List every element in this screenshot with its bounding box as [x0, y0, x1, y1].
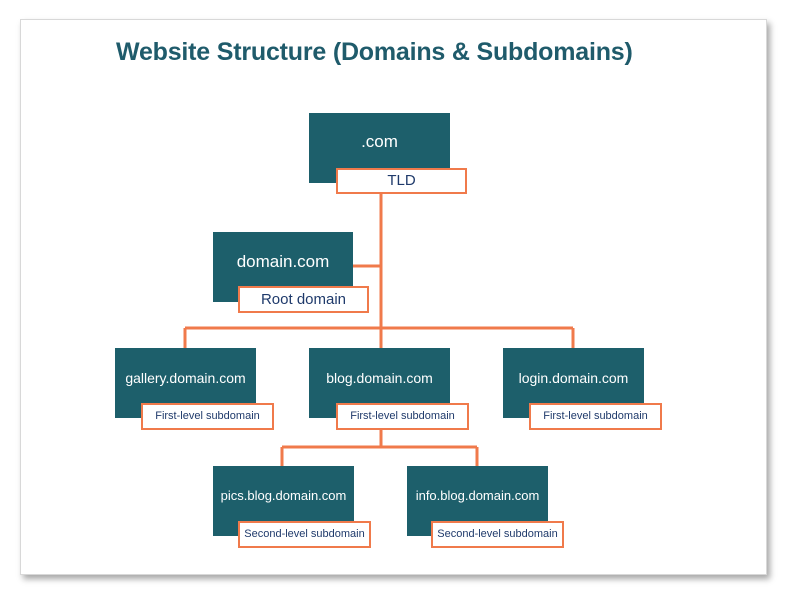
blog-subdomain-name: blog.domain.com: [326, 370, 433, 386]
pics-subdomain-label: Second-level subdomain: [238, 521, 371, 548]
login-subdomain-name: login.domain.com: [518, 370, 629, 386]
gallery-subdomain-name: gallery.domain.com: [125, 370, 246, 386]
gallery-subdomain-label: First-level subdomain: [141, 403, 274, 430]
root-domain-label-text: Root domain: [260, 291, 347, 308]
connector-lines: [183, 194, 575, 466]
login-subdomain-label-text: First-level subdomain: [543, 410, 648, 422]
pics-subdomain-label-text: Second-level subdomain: [244, 528, 365, 540]
tld-name: .com: [361, 132, 398, 151]
info-subdomain-label-text: Second-level subdomain: [437, 528, 558, 540]
blog-subdomain-label-text: First-level subdomain: [350, 410, 455, 422]
tld-label-text: TLD: [387, 172, 416, 189]
info-subdomain-label: Second-level subdomain: [431, 521, 564, 548]
root-domain-label: Root domain: [238, 286, 369, 313]
pics-subdomain-name: pics.blog.domain.com: [220, 488, 347, 503]
tld-label: TLD: [336, 168, 467, 194]
blog-subdomain-label: First-level subdomain: [336, 403, 469, 430]
root-domain-name: domain.com: [236, 252, 330, 271]
diagram-title: Website Structure (Domains & Subdomains): [116, 38, 633, 66]
login-subdomain-label: First-level subdomain: [529, 403, 662, 430]
slide: Website Structure (Domains & Subdomains)…: [20, 19, 767, 575]
info-subdomain-name: info.blog.domain.com: [415, 488, 540, 503]
gallery-subdomain-label-text: First-level subdomain: [155, 410, 260, 422]
